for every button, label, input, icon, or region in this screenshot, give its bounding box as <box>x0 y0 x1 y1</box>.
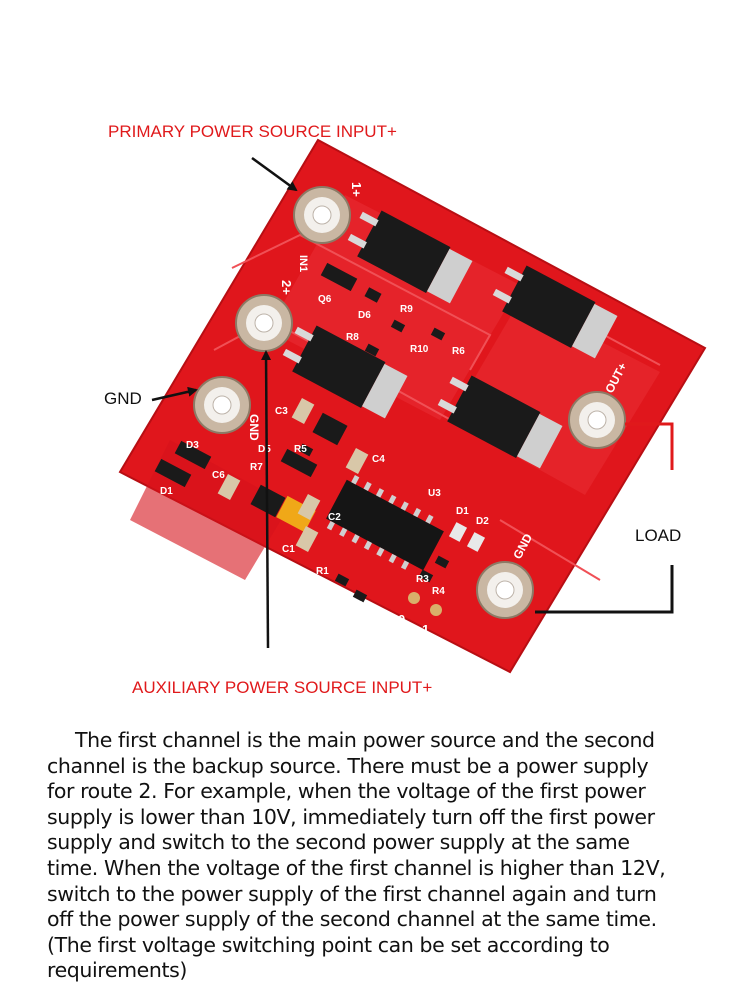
silk-ref-d5: D5 <box>258 444 271 455</box>
description-line: off the power supply of the second chann… <box>47 907 657 932</box>
silk-ref-c1: C1 <box>282 544 295 555</box>
terminal-gnd-output <box>476 561 534 619</box>
silk-ref-c4: C4 <box>372 454 385 465</box>
terminal-gnd-input <box>193 376 251 434</box>
terminal-output <box>568 391 626 449</box>
silk-ref-r9: R9 <box>400 304 413 315</box>
mosfet-2 <box>492 265 618 359</box>
silk-io1: 1 <box>422 622 429 637</box>
mosfet-4 <box>437 375 563 469</box>
load-wire-negative <box>535 565 674 614</box>
silk-ref-d1-right: D1 <box>456 506 469 517</box>
description-line: time. When the voltage of the first chan… <box>47 855 666 880</box>
silk-ref-r2: R2 <box>356 600 369 611</box>
silk-ref-u3: U3 <box>428 488 441 499</box>
silk-ref-q6: Q6 <box>318 294 332 305</box>
description-line: channel is the backup source. There must… <box>47 753 649 778</box>
silk-in1: 1+ <box>349 182 364 197</box>
silk-ref-c6: C6 <box>212 470 225 481</box>
load-wire-positive <box>625 422 674 470</box>
silk-ref-r10: R10 <box>410 344 429 355</box>
description-line: supply and switch to the second power su… <box>47 830 630 855</box>
capacitors <box>217 398 486 552</box>
silk-ref-d6: D6 <box>358 310 371 321</box>
silk-ref-r5: R5 <box>294 444 307 455</box>
silk-ref-r6: R6 <box>452 346 465 357</box>
silk-ref-d1-left: D1 <box>160 486 173 497</box>
silk-ref-r4: R4 <box>432 586 445 597</box>
ic-u3 <box>326 475 444 571</box>
silk-ref-d3: D3 <box>186 440 199 451</box>
mosfet-1 <box>347 210 473 304</box>
silk-io0: 0 <box>398 612 405 627</box>
silk-ref-c2: C2 <box>328 512 341 523</box>
description-line: supply is lower than 10V, immediately tu… <box>47 804 655 829</box>
description-line: requirements) <box>47 958 187 983</box>
silk-ref-in1: IN1 <box>297 255 309 272</box>
pcb-diagram: 1+ 2+ GND OUT+ GND 0 1 D6 R9 R6 R10 R8 D… <box>118 138 707 674</box>
silk-in2: 2+ <box>279 280 294 295</box>
silk-ref-d2: D2 <box>476 516 489 527</box>
primary-input-label: PRIMARY POWER SOURCE INPUT+ <box>108 122 397 141</box>
silk-ref-c3: C3 <box>275 406 288 417</box>
gnd-label: GND <box>104 389 142 408</box>
small-components <box>154 262 450 603</box>
description-line: (The first voltage switching point can b… <box>47 932 610 957</box>
mosfet-3 <box>282 325 408 419</box>
silk-ref-r1: R1 <box>316 566 329 577</box>
gnd-arrow <box>151 386 198 402</box>
silk-ref-r8: R8 <box>346 332 359 343</box>
io-pads <box>408 592 442 616</box>
silk-ref-r3: R3 <box>416 574 429 585</box>
terminal-input-1 <box>293 186 351 244</box>
silk-gnd-in: GND <box>247 414 261 441</box>
description-line: switch to the power supply of the first … <box>47 881 657 906</box>
primary-input-arrow <box>251 156 298 192</box>
description-line: The first channel is the main power sour… <box>75 728 655 752</box>
auxiliary-input-arrow <box>261 350 272 649</box>
silk-ref-r7: R7 <box>250 462 263 473</box>
auxiliary-input-label: AUXILIARY POWER SOURCE INPUT+ <box>132 678 433 697</box>
description-line: for route 2. For example, when the volta… <box>47 779 646 804</box>
terminal-input-2 <box>235 294 293 352</box>
description-text: The first channel is the main power sour… <box>47 728 717 984</box>
load-label: LOAD <box>635 526 682 545</box>
